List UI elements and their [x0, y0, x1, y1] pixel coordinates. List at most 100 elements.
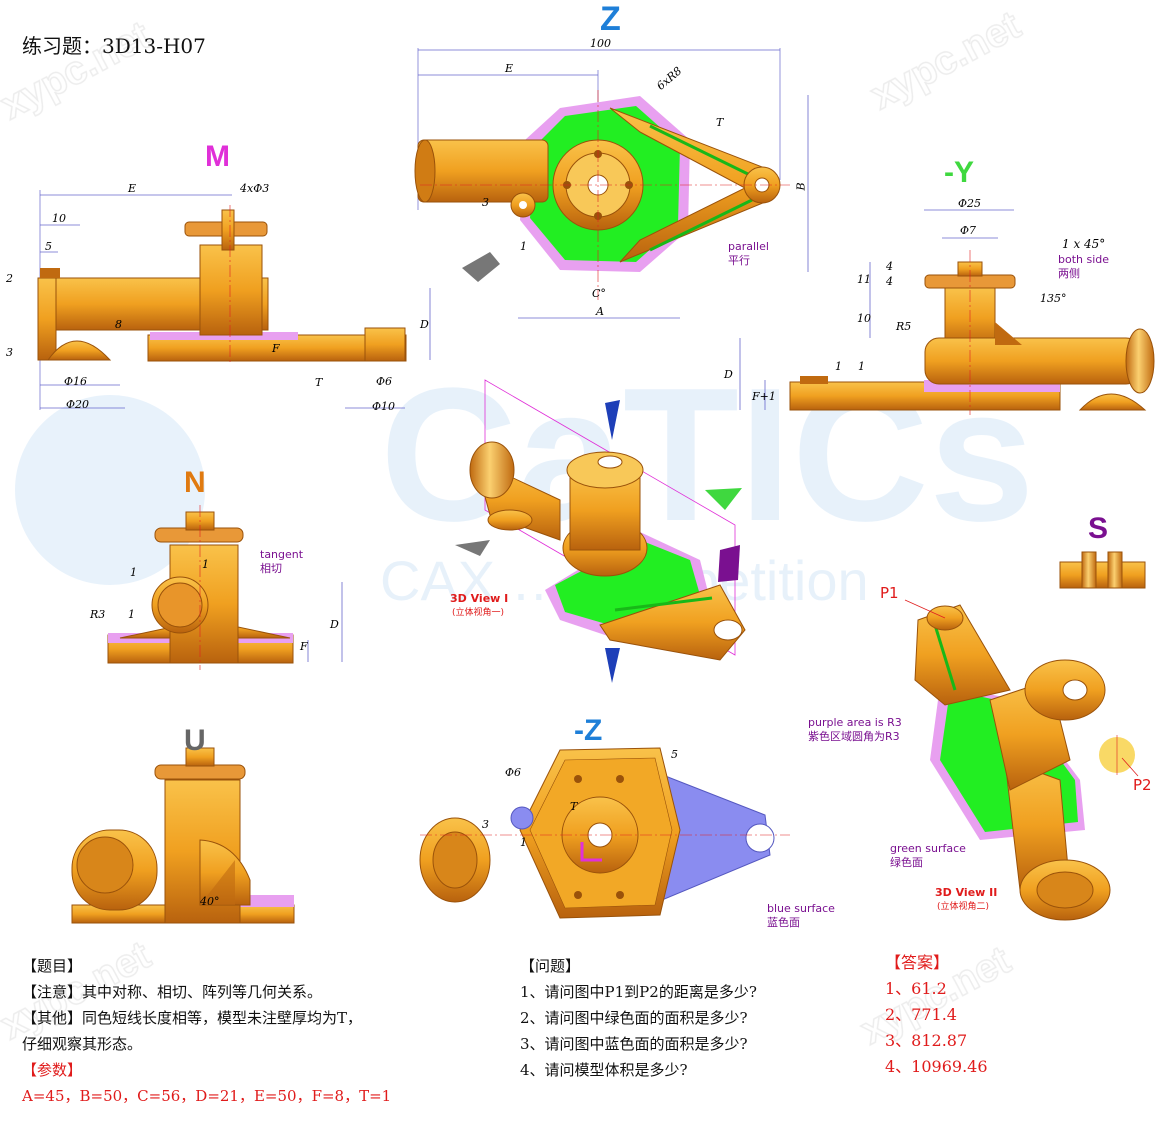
view-3d-2-drawing — [904, 599, 1139, 921]
dim-m-8: 8 — [115, 318, 122, 331]
dim-z-b: B — [794, 182, 808, 191]
view-z-drawing — [414, 48, 809, 319]
dim-y-d: D — [724, 368, 733, 381]
dim-nz-3: 3 — [482, 818, 489, 831]
annot-parallel: parallel — [728, 240, 769, 253]
dim-y-135: 135° — [1040, 292, 1067, 305]
view-3d-1-drawing — [455, 379, 746, 683]
dim-n-1b: 1 — [202, 558, 209, 571]
dim-y-r5: R5 — [896, 320, 912, 333]
annot-both-side: both side — [1058, 253, 1110, 266]
dim-n-r3: R3 — [90, 608, 106, 621]
label-view-neg-y: -Y — [944, 156, 974, 189]
label-3d-view-2-cn: (立体视角二) — [937, 902, 990, 912]
question-item: 1、请问图中P1到P2的距离是多少? — [520, 983, 757, 1001]
dim-y-f1: F+1 — [752, 390, 776, 403]
label-view-neg-z: -Z — [574, 714, 603, 747]
dim-m-10: 10 — [52, 212, 66, 225]
annot-green-surface: green surface — [890, 842, 966, 855]
dim-m-t: T — [315, 376, 323, 389]
section-questions: 【问题】 1、请问图中P1到P2的距离是多少? 2、请问图中绿色面的面积是多少?… — [520, 953, 757, 1083]
dim-nz-t: T — [570, 800, 578, 813]
dim-z-3: 3 — [482, 196, 489, 209]
annot-p1: P1 — [880, 584, 899, 602]
dim-z-1: 1 — [520, 240, 527, 253]
dim-n-1c: 1 — [128, 608, 135, 621]
params-values: A=45，B=50，C=56，D=21，E=50，F=8，T=1 — [22, 1087, 392, 1105]
dim-n-1a: 1 — [130, 566, 137, 579]
label-3d-view-2: 3D View II — [935, 886, 998, 899]
answer-item: 3、812.87 — [885, 1031, 968, 1050]
dim-y-4a: 4 — [886, 260, 893, 273]
annot-chamfer: 1 x 45° — [1062, 237, 1106, 251]
view-s-drawing — [1059, 551, 1146, 589]
annot-green-surface-cn: 绿色面 — [890, 856, 923, 869]
dim-z-e: E — [505, 62, 514, 75]
dim-m-3: 3 — [6, 346, 13, 359]
answers-label: 【答案】 — [885, 953, 950, 972]
dim-z-100: 100 — [590, 37, 611, 50]
annot-tangent-cn: 相切 — [260, 562, 282, 575]
dim-nz-6: Φ6 — [505, 766, 522, 779]
answer-item: 4、10969.46 — [885, 1057, 988, 1076]
annot-both-side-cn: 两侧 — [1058, 267, 1080, 280]
dim-m-16: Φ16 — [64, 375, 88, 388]
other-line-2: 仔细观察其形态。 — [22, 1035, 143, 1053]
dim-m-d: D — [420, 318, 429, 331]
label-view-n: N — [184, 466, 206, 499]
svg-text:xypc.net: xypc.net — [864, 3, 1028, 118]
annot-p2: P2 — [1133, 776, 1152, 794]
dim-m-6: Φ6 — [376, 375, 393, 388]
page-title: 练习题：3D13-H07 — [22, 34, 206, 58]
dim-m-e: E — [128, 182, 137, 195]
view-n-drawing — [107, 505, 343, 670]
dim-m-f: F — [272, 342, 280, 355]
question-item: 3、请问图中蓝色面的面积是多少? — [520, 1035, 748, 1053]
dim-y-25: Φ25 — [958, 197, 982, 210]
dim-y-1a: 1 — [835, 360, 842, 373]
label-3d-view-1: 3D View I — [450, 592, 509, 605]
label-3d-view-1-cn: (立体视角一) — [452, 608, 505, 618]
section-left-text: 【题目】 【注意】其中对称、相切、阵列等几何关系。 【其他】同色短线长度相等，模… — [22, 953, 391, 1109]
dim-y-7: Φ7 — [960, 224, 977, 237]
label-view-z: Z — [600, 0, 621, 38]
annot-purple-area-cn: 紫色区域圆角为R3 — [808, 730, 900, 743]
dim-z-t: T — [716, 116, 724, 129]
note-line: 【注意】其中对称、相切、阵列等几何关系。 — [22, 983, 323, 1001]
question-item: 2、请问图中绿色面的面积是多少? — [520, 1009, 748, 1027]
dim-n-f: F — [300, 640, 308, 653]
question-item: 4、请问模型体积是多少? — [520, 1061, 688, 1079]
topic-label: 【题目】 — [22, 957, 83, 975]
annot-parallel-cn: 平行 — [728, 254, 750, 267]
annot-blue-surface: blue surface — [767, 902, 835, 915]
dim-m-10b: Φ10 — [372, 400, 396, 413]
label-view-s: S — [1088, 512, 1109, 545]
dim-z-c: C° — [592, 287, 606, 300]
dim-y-10: 10 — [857, 312, 871, 325]
dim-z-a: A — [596, 305, 604, 318]
dim-y-1b: 1 — [858, 360, 865, 373]
dim-m-2: 2 — [6, 272, 13, 285]
label-view-m: M — [205, 140, 230, 173]
params-label: 【参数】 — [22, 1061, 83, 1079]
dim-m-4x3: 4xΦ3 — [240, 182, 270, 195]
annot-blue-surface-cn: 蓝色面 — [767, 916, 800, 929]
annot-purple-area: purple area is R3 — [808, 716, 902, 729]
dim-y-11: 11 — [857, 273, 871, 286]
answer-item: 2、771.4 — [885, 1005, 957, 1024]
questions-label: 【问题】 — [520, 957, 581, 975]
label-view-u: U — [184, 724, 206, 757]
dim-nz-5: 5 — [671, 748, 678, 761]
view-u-drawing — [71, 747, 295, 924]
view-neg-z-drawing — [419, 747, 790, 919]
section-answers: 【答案】 1、61.2 2、771.4 3、812.87 4、10969.46 — [885, 950, 988, 1080]
dim-m-5: 5 — [45, 240, 52, 253]
dim-y-4b: 4 — [886, 275, 893, 288]
answer-item: 1、61.2 — [885, 979, 947, 998]
view-m-drawing — [37, 190, 431, 410]
dim-m-20: Φ20 — [66, 398, 90, 411]
other-line-1: 【其他】同色短线长度相等，模型未注壁厚均为T， — [22, 1009, 363, 1027]
dim-u-40: 40° — [200, 895, 220, 908]
dim-n-d: D — [330, 618, 339, 631]
